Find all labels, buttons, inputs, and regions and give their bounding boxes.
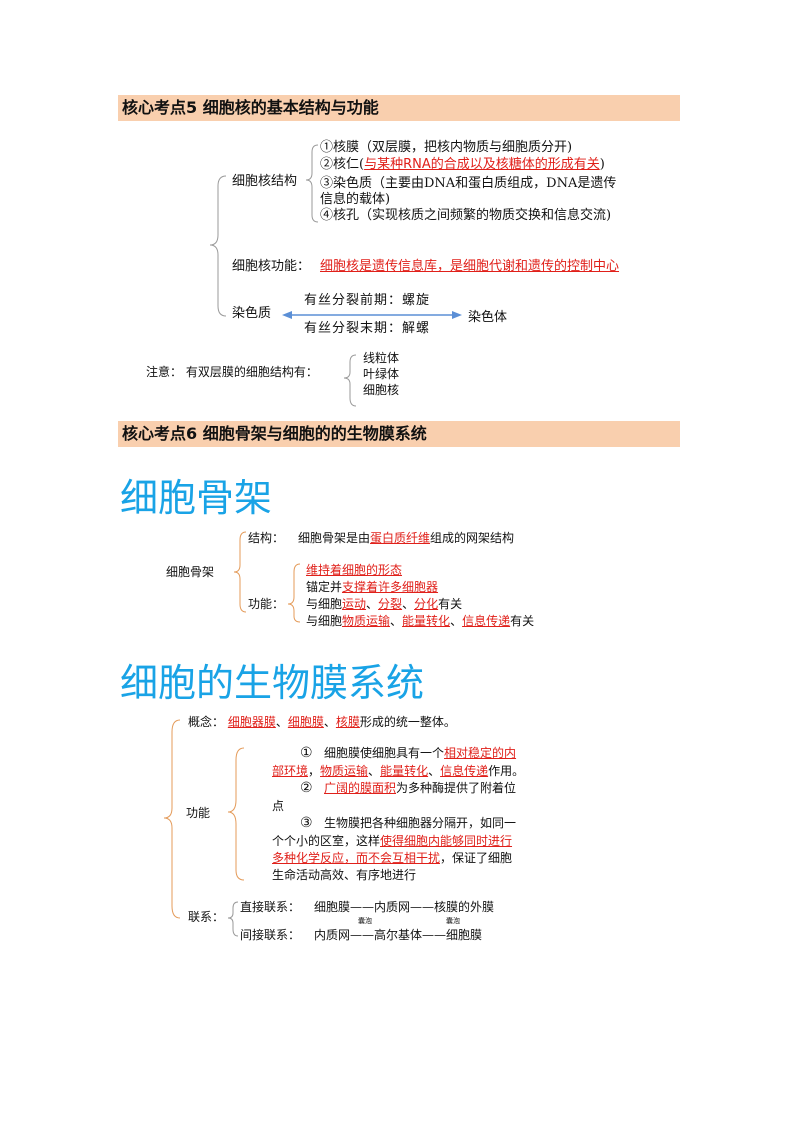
cs-func-label: 功能： [248,597,285,611]
structure-item-3a: ③染色质（主要由DNA和蛋白质组成，DNA是遗传 [320,176,617,191]
chromosome-label: 染色体 [468,310,508,325]
structure-label: 细胞核结构 [232,174,298,189]
function-text: 细胞核是遗传信息库，是细胞代谢和遗传的控制中心 [320,259,620,274]
mem-func-label: 功能 [186,806,211,820]
mem-link-label: 联系： [188,910,225,924]
structure-item-2: ②核仁(与某种RNA的合成以及核糖体的形成有关) [320,157,605,172]
chromatin-label: 染色质 [232,306,272,321]
arrow-bottom-label: 有丝分裂末期：解螺 [304,321,431,336]
mem-func-2b: 点 [272,799,285,813]
cs-struct-text: 细胞骨架是由蛋白质纤维组成的网架结构 [298,531,515,545]
direct-chain: 细胞膜——内质网——核膜的外膜 [314,900,495,914]
structure-item-2-red: 与某种RNA的合成以及核糖体的形成有关 [364,157,600,172]
arrow-top-label: 有丝分裂前期：螺旋 [304,293,431,308]
cs-func-1: 维持着细胞的形态 [306,563,403,577]
section-heading-5: 核心考点5 细胞核的基本结构与功能 [118,95,680,121]
membrane-title: 细胞的生物膜系统 [120,661,425,705]
cs-func-2: 锚定并支撑着许多细胞器 [306,580,439,594]
indirect-label: 间接联系： [240,928,301,942]
structure-item-3b: 信息的载体) [320,192,391,207]
mem-func-1a: ① 细胞膜使细胞具有一个相对稳定的内 [300,745,517,761]
section-heading-6: 核心考点6 细胞骨架与细胞的的生物膜系统 [118,421,680,447]
mem-func-3a: ③ 生物膜把各种细胞器分隔开，如同一 [300,815,517,831]
note-item-3: 细胞核 [363,383,400,397]
cs-label: 细胞骨架 [166,565,215,579]
mem-func-1b: 部环境，物质运输、能量转化、信息传递作用。 [272,764,525,778]
note-label: 注意： 有双层膜的细胞结构有： [146,365,318,379]
structure-item-1: ①核膜（双层膜，把核内物质与细胞质分开) [320,140,573,155]
indirect-chain: 内质网——高尔基体——细胞膜 [314,928,483,942]
cs-func-4: 与细胞物质运输、能量转化、信息传递有关 [306,614,535,628]
note-item-2: 叶绿体 [363,367,400,381]
mem-concept: 概念： 细胞器膜、细胞膜、核膜形成的统一整体。 [188,715,456,729]
mem-func-3d: 生命活动高效、有序地进行 [272,868,417,882]
mem-func-3c: 多种化学反应，而不会互相干扰，保证了细胞 [272,851,513,865]
vesicle-label-2: 囊泡 [446,917,460,925]
cs-struct-label: 结构： [248,531,285,545]
note-item-1: 线粒体 [363,351,400,365]
vesicle-label-1: 囊泡 [358,917,372,925]
function-label: 细胞核功能： [232,259,311,274]
cs-func-3: 与细胞运动、分裂、分化有关 [306,597,463,611]
structure-item-4: ④核孔（实现核质之间频繁的物质交换和信息交流) [320,208,612,223]
cytoskeleton-title: 细胞骨架 [120,476,273,520]
mem-func-2a: ② 广阔的膜面积为多种酶提供了附着位 [300,780,517,796]
mem-func-3b: 个个小的区室，这样使得细胞内能够同时进行 [272,834,513,848]
direct-label: 直接联系： [240,900,301,914]
